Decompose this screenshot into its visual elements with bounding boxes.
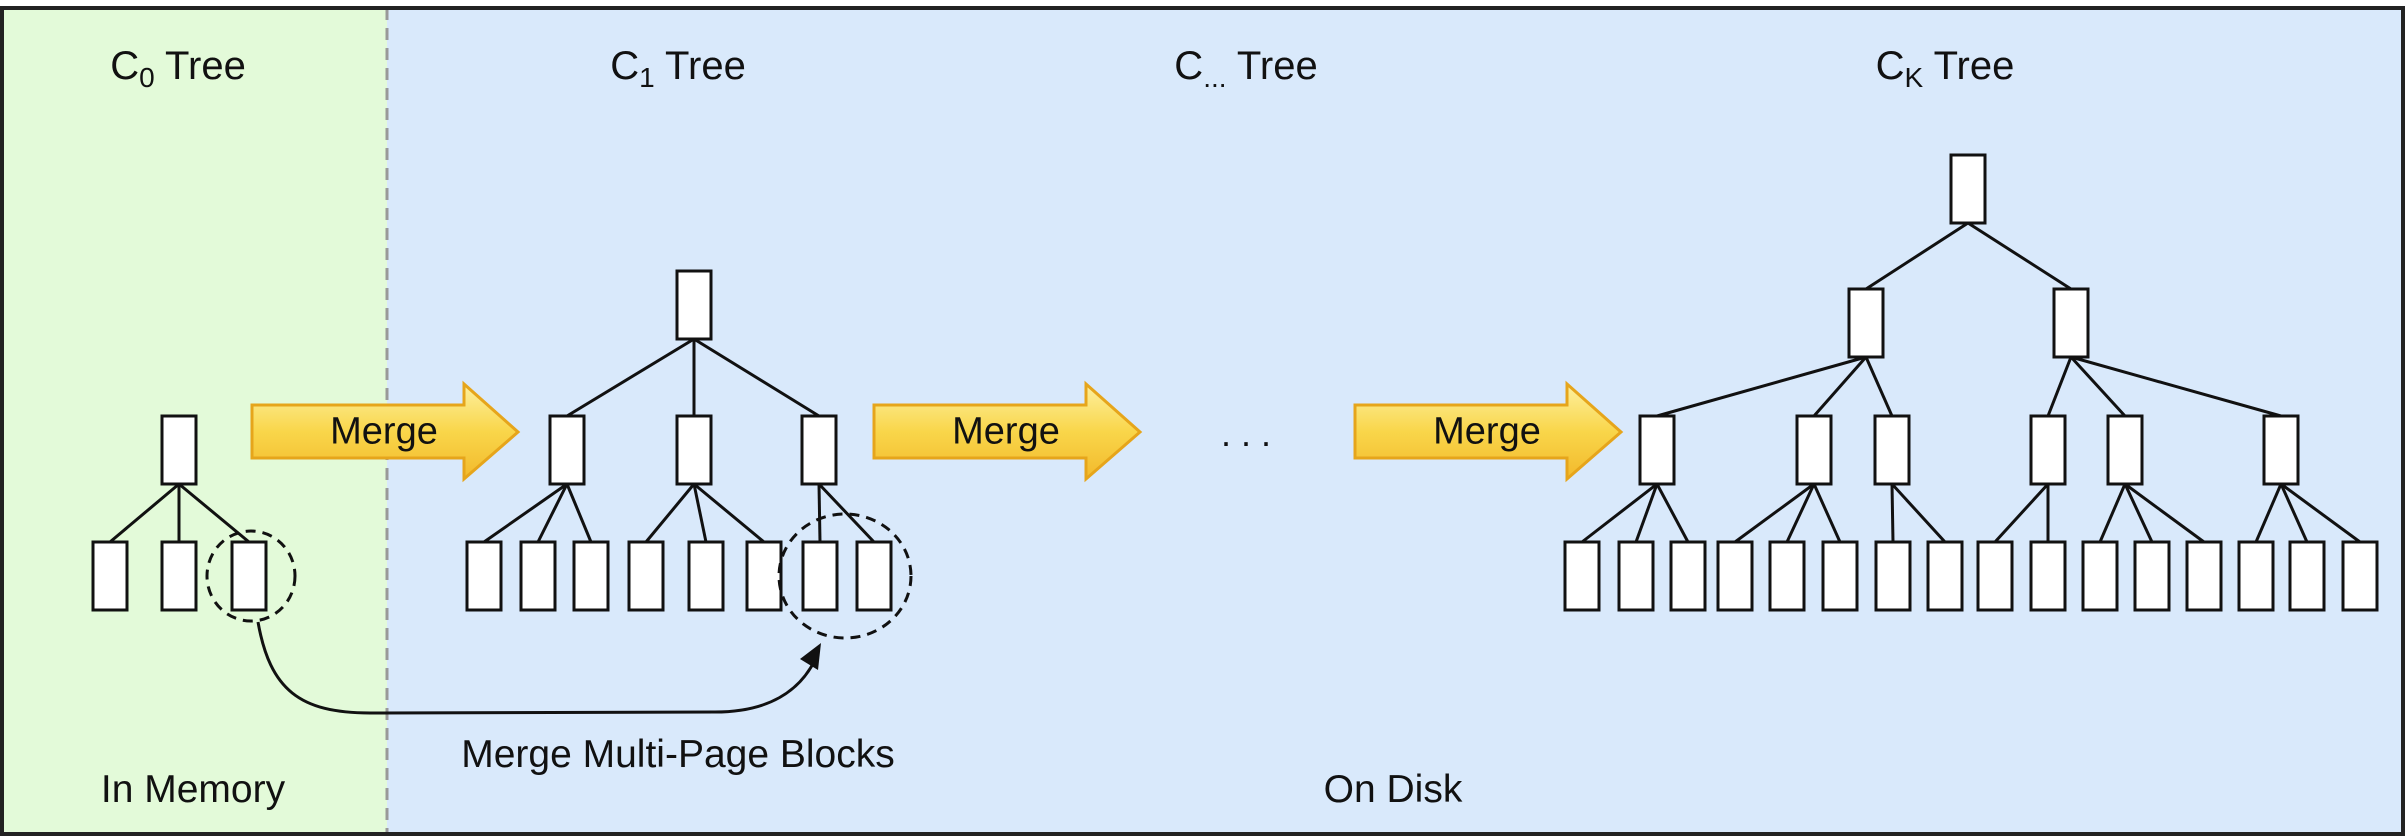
tree-node-block <box>2185 540 2223 612</box>
tree-edge <box>1785 483 1816 543</box>
tree-edge <box>2279 483 2309 543</box>
tree-node-block <box>1847 287 1885 359</box>
tree-node-block <box>91 540 129 612</box>
tree-node-block <box>2133 540 2171 612</box>
tree-edge <box>2069 355 2127 418</box>
tree-edge <box>644 483 696 543</box>
tree-edge <box>1734 482 1815 544</box>
merge-arrow <box>250 380 521 483</box>
tree-node-block <box>1768 540 1806 612</box>
c1-tree-title: C1 Tree <box>610 44 746 93</box>
zone-label-on-disk: On Disk <box>1323 768 1463 811</box>
tree-node-block <box>2029 540 2067 612</box>
tree-edge <box>1812 483 1842 543</box>
tree-edge <box>2046 356 2073 417</box>
tree-node-block <box>160 540 198 612</box>
merge-arrow <box>872 380 1143 483</box>
tree-edge <box>483 482 568 544</box>
tree-edge <box>1634 483 1659 543</box>
diagram-frame <box>0 6 2405 836</box>
tree-edge <box>2098 483 2127 543</box>
tree-edges <box>109 221 2361 544</box>
tree-edge <box>2280 482 2361 544</box>
tree-node-block <box>2237 540 2275 612</box>
tree-edge <box>817 483 822 543</box>
tree-node-block <box>2288 540 2326 612</box>
tree-node-block <box>1926 540 1964 612</box>
tree-node-block <box>572 540 610 612</box>
tree-node-block <box>2106 414 2144 486</box>
tree-node-block <box>1976 540 2014 612</box>
tree-node-block <box>855 540 893 612</box>
c0-tree-title: C0 Tree <box>110 44 246 93</box>
tree-node-block <box>2081 540 2119 612</box>
tree-edge <box>1993 482 2050 544</box>
tree-edge <box>2123 483 2154 543</box>
tree-edge <box>2070 355 2282 418</box>
tree-edge <box>1812 356 1868 417</box>
tree-node-block <box>2262 414 2300 486</box>
tree-edge <box>536 483 569 543</box>
merge-label: Merge <box>952 410 1060 453</box>
tree-edge <box>1864 356 1894 417</box>
tree-node-block <box>1873 414 1911 486</box>
merge-label: Merge <box>1433 410 1541 453</box>
tree-node-block <box>745 540 783 612</box>
tree-node-block <box>1669 540 1707 612</box>
tree-edge <box>693 482 765 544</box>
ellipsis: . . . <box>1220 413 1272 454</box>
tree-node-block <box>1874 540 1912 612</box>
tree-edge <box>692 483 708 543</box>
ck-tree-title: CK Tree <box>1875 44 2015 93</box>
tree-node-block <box>2341 540 2379 612</box>
tree-edge <box>1967 221 2072 291</box>
tree-edge <box>1656 355 1867 418</box>
tree-node-block <box>1638 414 1676 486</box>
tree-node-block <box>230 540 268 612</box>
tree-node-block <box>1563 540 1601 612</box>
tree-node-block <box>548 414 586 486</box>
tree-edge <box>1890 482 1947 544</box>
tree-node-block <box>675 269 713 341</box>
tree-edge <box>2254 483 2283 543</box>
tree-edge <box>817 482 876 544</box>
cmid-tree-title: C... Tree <box>1174 44 1318 93</box>
merge-arrow <box>1353 380 1624 483</box>
multi-page-merge-path <box>256 621 817 715</box>
tree-node-block <box>1821 540 1859 612</box>
tree-node-block <box>1617 540 1655 612</box>
tree-nodes <box>91 153 2379 612</box>
tree-node-block <box>1949 153 1987 225</box>
selected-c0-block <box>205 529 297 623</box>
tree-edge <box>2124 482 2205 544</box>
arrowhead-icon <box>800 643 821 670</box>
tree-edge <box>1581 482 1658 544</box>
tree-edge <box>1655 483 1690 543</box>
tree-node-block <box>801 540 839 612</box>
tree-node-block <box>2029 414 2067 486</box>
tree-edge <box>109 482 180 544</box>
tree-node-block <box>675 414 713 486</box>
tree-edge <box>1890 483 1895 543</box>
tree-node-block <box>627 540 665 612</box>
tree-edge <box>565 483 593 543</box>
zone-label-in-memory: In Memory <box>100 768 286 811</box>
tree-node-block <box>1795 414 1833 486</box>
merge-label: Merge <box>330 410 438 453</box>
tree-node-block <box>519 540 557 612</box>
tree-node-block <box>687 540 725 612</box>
tree-node-block <box>465 540 503 612</box>
tree-edge <box>693 337 820 418</box>
tree-node-block <box>160 414 198 486</box>
caption-merge-multi-page-blocks: Merge Multi-Page Blocks <box>461 733 895 776</box>
selected-c1-blocks <box>777 512 913 640</box>
tree-node-block <box>800 414 838 486</box>
tree-node-block <box>2052 287 2090 359</box>
tree-node-block <box>1716 540 1754 612</box>
tree-edge <box>566 337 695 418</box>
tree-edge <box>1865 221 1969 291</box>
